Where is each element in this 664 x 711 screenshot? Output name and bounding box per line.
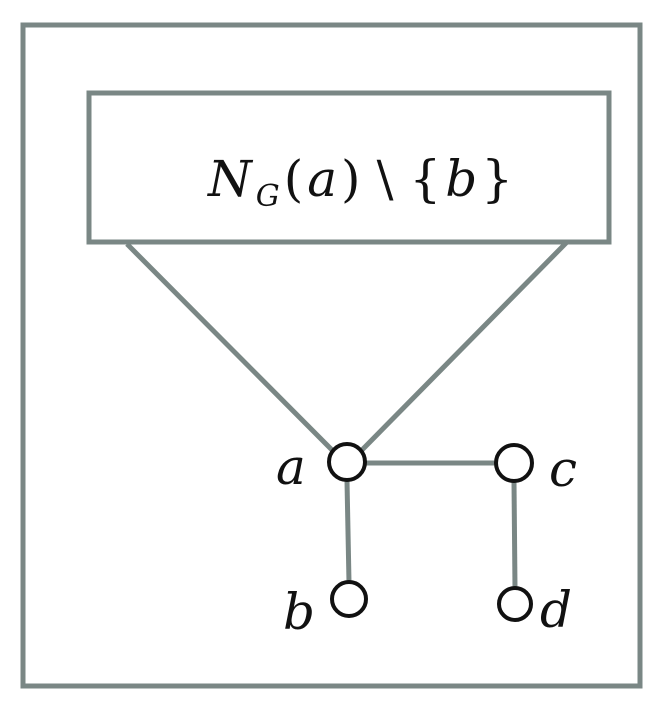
label-b: b — [445, 150, 477, 208]
node-label-d: d — [540, 581, 572, 639]
label-close-paren: ) — [341, 150, 361, 208]
edge-box-left-to-a — [125, 242, 335, 453]
neighborhood-box — [86, 90, 612, 245]
node-label-b: b — [283, 583, 315, 641]
edge-a-b — [344, 480, 352, 583]
node-a — [327, 442, 367, 482]
node-d — [497, 586, 533, 622]
node-label-c: c — [549, 440, 577, 498]
label-a: a — [307, 150, 337, 208]
label-close-brace: } — [481, 150, 513, 208]
label-open-paren: ( — [284, 150, 304, 208]
node-c — [494, 443, 534, 483]
outer-frame — [20, 22, 643, 689]
node-label-a: a — [276, 438, 306, 496]
label-subscript-G: G — [256, 179, 280, 214]
node-b — [330, 580, 368, 618]
label-N: N — [207, 150, 254, 208]
label-open-brace: { — [409, 150, 441, 208]
neighborhood-label: N G ( a ) \ { b } — [207, 150, 513, 214]
edge-box-right-to-a — [359, 240, 569, 453]
label-setminus: \ — [377, 150, 394, 208]
edge-c-d — [511, 481, 518, 589]
